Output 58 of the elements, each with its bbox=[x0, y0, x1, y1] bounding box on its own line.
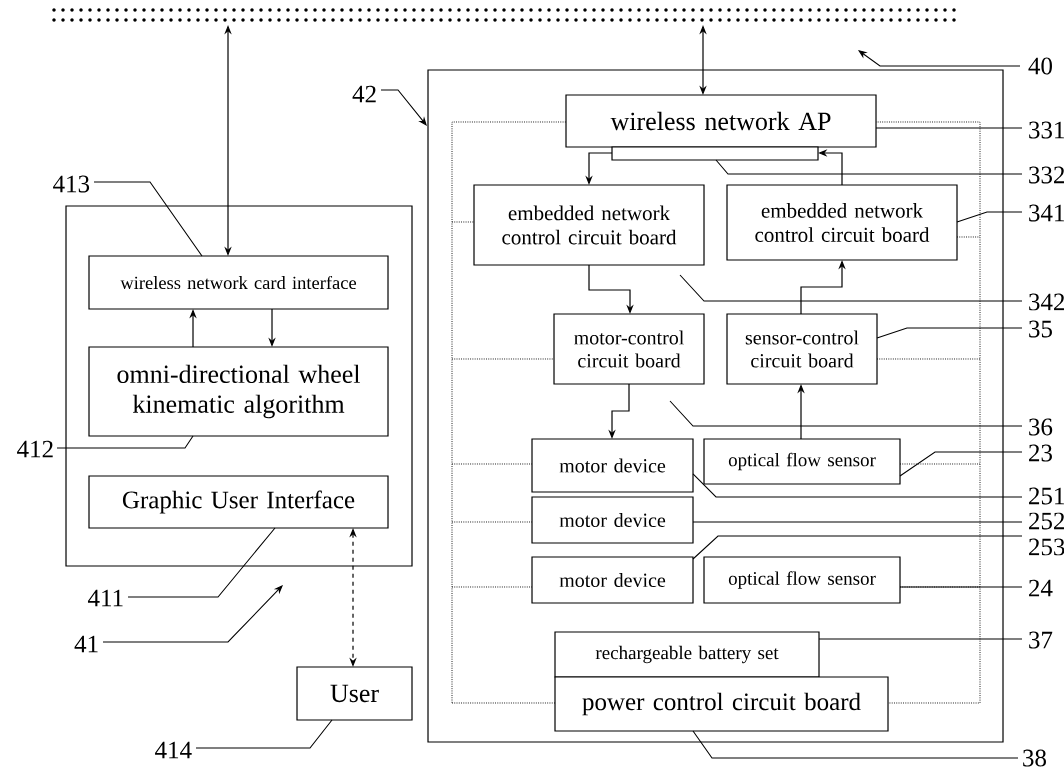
device-box: motor device bbox=[531, 556, 694, 604]
leader-line bbox=[858, 50, 1021, 67]
block-box: Graphic User Interface bbox=[88, 475, 389, 529]
device-box: motor device bbox=[531, 496, 694, 544]
leader-line bbox=[195, 719, 333, 749]
callout-number: 36 bbox=[1029, 418, 1053, 436]
callout-number: 331 bbox=[1029, 121, 1064, 139]
circuit-board-box: embedded network control circuit board bbox=[473, 184, 705, 266]
callout-number: 412 bbox=[17, 440, 53, 458]
block-box: omni-directional wheel kinematic algorithm bbox=[88, 346, 389, 437]
callout-number: 414 bbox=[155, 741, 192, 759]
leader-line bbox=[127, 527, 276, 598]
device-box: motor device bbox=[531, 438, 694, 493]
leader-line bbox=[669, 400, 1023, 427]
callout-number: 251 bbox=[1029, 487, 1064, 505]
leader-line bbox=[93, 181, 203, 257]
callout-number: 40 bbox=[1028, 57, 1052, 75]
leader-line bbox=[692, 730, 1019, 759]
battery-box: rechargeable battery set bbox=[554, 631, 820, 678]
leader-line bbox=[692, 521, 1023, 523]
callout-number: 23 bbox=[1029, 444, 1052, 462]
circuit-board-box: embedded network control circuit board bbox=[726, 184, 958, 261]
callout-number: 342 bbox=[1029, 293, 1064, 311]
leader-line bbox=[875, 127, 1023, 129]
enclosure-box bbox=[427, 69, 1004, 743]
leader-line bbox=[692, 473, 1023, 498]
sensor-box: optical flow sensor bbox=[703, 438, 901, 485]
connector-bar bbox=[611, 146, 819, 161]
callout-number: 253 bbox=[1029, 538, 1064, 556]
leader-line bbox=[715, 159, 1023, 175]
circuit-board-box: sensor-control circuit board bbox=[726, 313, 878, 385]
circuit-board-box: motor-control circuit board bbox=[553, 313, 705, 385]
leader-line bbox=[899, 451, 1023, 477]
user-box: User bbox=[296, 666, 413, 721]
callout-number: 42 bbox=[352, 85, 376, 103]
dotted-band bbox=[52, 8, 956, 22]
callout-number: 341 bbox=[1029, 204, 1064, 222]
callout-number: 252 bbox=[1029, 512, 1064, 530]
callout-number: 332 bbox=[1029, 166, 1064, 184]
callout-number: 38 bbox=[1023, 749, 1046, 767]
leader-line bbox=[876, 327, 1023, 339]
callout-number: 413 bbox=[53, 175, 90, 193]
leader-line bbox=[679, 274, 1023, 302]
callout-number: 24 bbox=[1029, 579, 1053, 597]
enclosure-box bbox=[65, 205, 413, 567]
leader-line bbox=[102, 585, 283, 643]
leader-line bbox=[818, 638, 1023, 640]
circuit-board-box: power control circuit board bbox=[554, 676, 889, 732]
leader-line bbox=[899, 586, 1023, 588]
callout-number: 411 bbox=[88, 589, 123, 607]
sensor-box: optical flow sensor bbox=[703, 556, 901, 604]
leader-line bbox=[380, 89, 427, 126]
callout-number: 41 bbox=[74, 635, 98, 653]
callout-number: 35 bbox=[1029, 320, 1052, 338]
leader-line bbox=[56, 435, 194, 449]
leader-line bbox=[956, 211, 1023, 223]
block-box: wireless network card interface bbox=[88, 255, 389, 310]
callout-number: 37 bbox=[1029, 631, 1053, 649]
